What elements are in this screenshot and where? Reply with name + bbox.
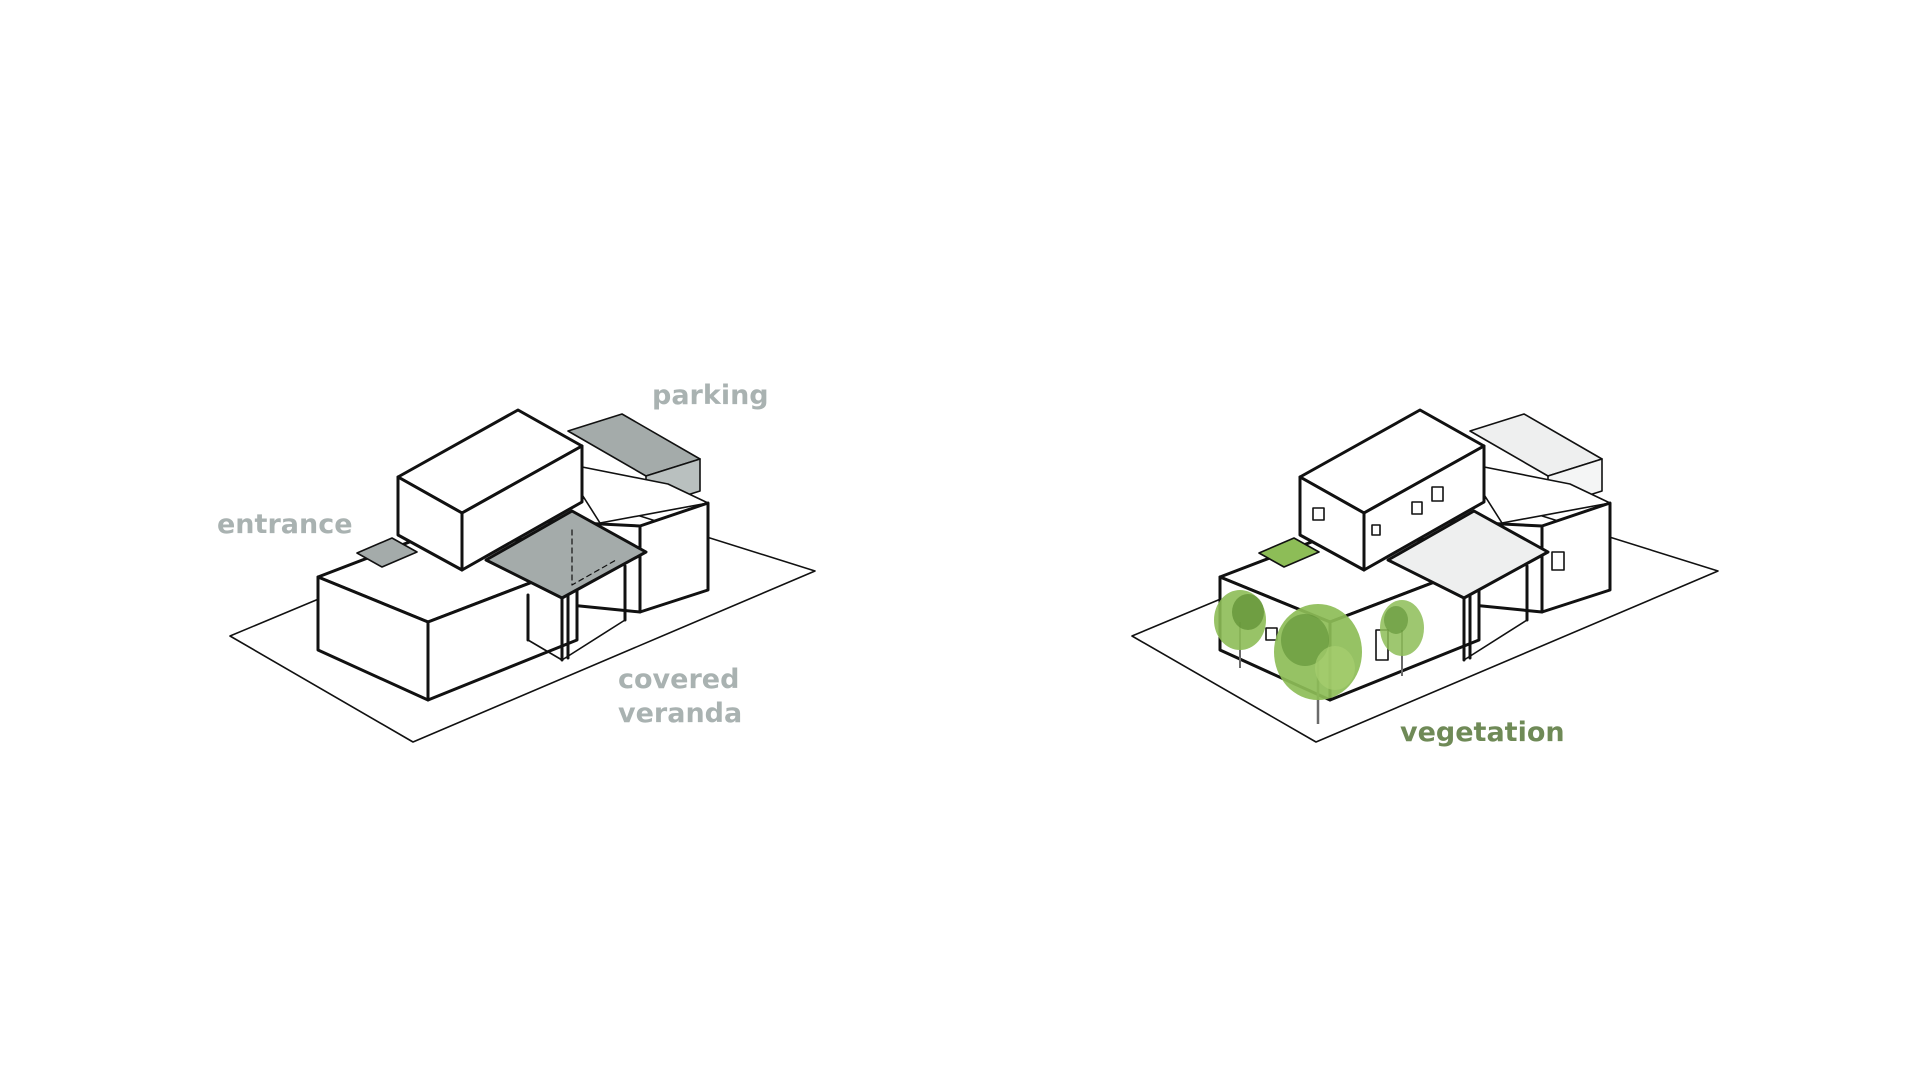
tree-right <box>1380 600 1424 676</box>
right-back-box-window <box>1551 551 1565 571</box>
left-entrance-patch <box>356 537 418 568</box>
right-front-box-window <box>1265 627 1278 641</box>
right-upper-window-3 <box>1411 501 1423 515</box>
tree-left <box>1214 590 1266 668</box>
right-veranda-floor-edge <box>1463 619 1528 661</box>
left-upper-box <box>396 408 584 572</box>
tree-center <box>1274 604 1362 724</box>
right-diagram: vegetation <box>1131 408 1719 748</box>
right-veranda-canopy <box>1386 509 1550 662</box>
right-upper-box-side <box>1362 444 1486 572</box>
veranda-label: veranda <box>618 698 742 729</box>
right-veranda-roof <box>1386 509 1550 600</box>
green-roof-patch <box>1258 537 1320 568</box>
right-upper-window-1 <box>1312 507 1325 521</box>
veranda-floor-edge <box>527 639 563 661</box>
upper-box-side <box>460 444 584 572</box>
veranda-dashed-edge <box>571 529 617 586</box>
right-upper-box <box>1298 408 1486 572</box>
left-veranda-canopy <box>484 509 648 662</box>
tree-group <box>1214 590 1424 724</box>
covered-label: covered <box>618 664 739 695</box>
veranda-floor-edge-b <box>561 619 626 661</box>
vegetation-label: vegetation <box>1400 717 1565 748</box>
front-box-side <box>426 563 579 702</box>
veranda-roof <box>484 509 648 600</box>
right-upper-window-4 <box>1431 486 1444 502</box>
parking-label: parking <box>652 380 769 411</box>
entrance-label: entrance <box>217 509 353 540</box>
left-diagram: parking entrance covered veranda <box>217 380 816 743</box>
right-upper-window-2 <box>1371 524 1381 536</box>
